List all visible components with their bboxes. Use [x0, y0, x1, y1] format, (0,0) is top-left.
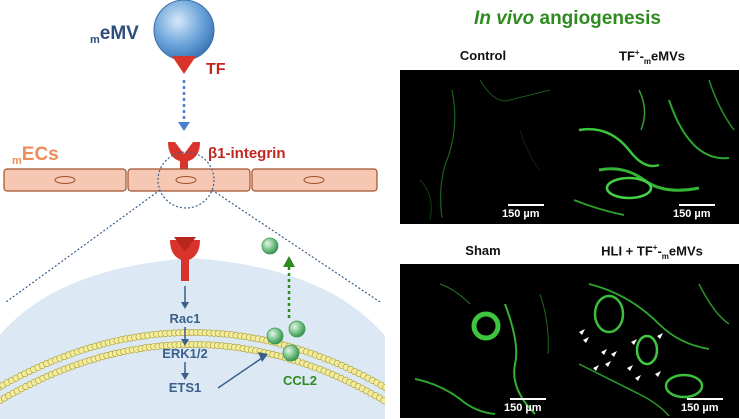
integrin-label: β1-integrin — [208, 145, 286, 162]
ets1-to-ccl2-arrowhead — [258, 352, 268, 362]
micrograph-control: 150 µm — [400, 70, 570, 224]
ccl2-secretion-arrowhead — [283, 256, 295, 267]
ccl2-molecule-2 — [266, 327, 284, 345]
nucleus-3 — [303, 176, 325, 184]
lipid-head — [387, 387, 393, 393]
pathway-arrowhead-0 — [181, 302, 189, 309]
ecs-label: mECs — [12, 144, 59, 167]
scale-label-sham: 150 µm — [504, 402, 542, 414]
lipid-bilayer — [0, 328, 393, 404]
pathway-step-2: ERK1/2 — [162, 346, 208, 361]
panel-title-hli-tf-emvs: HLI + TF+-meMVs — [601, 243, 703, 261]
figure-title: In vivo angiogenesis — [474, 8, 661, 29]
zoomed-receptor-stalk — [181, 259, 189, 281]
vesicle-label: meMV — [90, 23, 139, 46]
zoomed-receptor-icon — [170, 240, 200, 261]
ccl2-molecule-1 — [261, 237, 279, 255]
panel-title-control: Control — [459, 48, 507, 63]
panel-title-tf-emvs: TF+-meMVs — [619, 48, 685, 66]
zoomed-tf-icon — [174, 237, 196, 252]
pathway-step-1: Rac1 — [169, 311, 200, 326]
nucleus-2 — [175, 176, 197, 184]
micrograph-tf-emvs: 150 µm — [569, 70, 739, 224]
tissue-factor-icon — [172, 56, 196, 74]
binding-arrowhead — [178, 122, 190, 131]
micrograph-sham: 150 µm — [400, 264, 570, 418]
cytoplasm — [0, 258, 385, 419]
nucleus-1 — [54, 176, 76, 184]
scale-label-hli-tf-emvs: 150 µm — [681, 402, 719, 414]
scale-label-tf-emvs: 150 µm — [673, 208, 711, 220]
vesicle — [153, 0, 215, 61]
ccl2-label: CCL2 — [283, 373, 317, 388]
pathway-step-3: ETS1 — [169, 380, 202, 395]
lipid-head — [380, 397, 385, 404]
ccl2-molecule-4 — [282, 344, 300, 362]
ets1-to-ccl2-arrow — [217, 357, 263, 389]
zoom-region — [157, 151, 215, 209]
scale-label-control: 150 µm — [502, 208, 540, 220]
micrograph-hli-tf-emvs: 150 µm — [569, 264, 739, 418]
receptor-stalk — [180, 160, 188, 170]
lipid-head — [382, 384, 385, 392]
pathway-arrowhead-2 — [181, 373, 189, 380]
ccl2-molecule-3 — [288, 320, 306, 338]
pathway-arrowhead-1 — [181, 339, 189, 346]
panel-title-sham: Sham — [465, 243, 501, 258]
beta1-integrin-receptor-icon — [168, 142, 200, 162]
zoom-guide-right — [211, 189, 381, 303]
tf-label: TF — [206, 61, 226, 78]
